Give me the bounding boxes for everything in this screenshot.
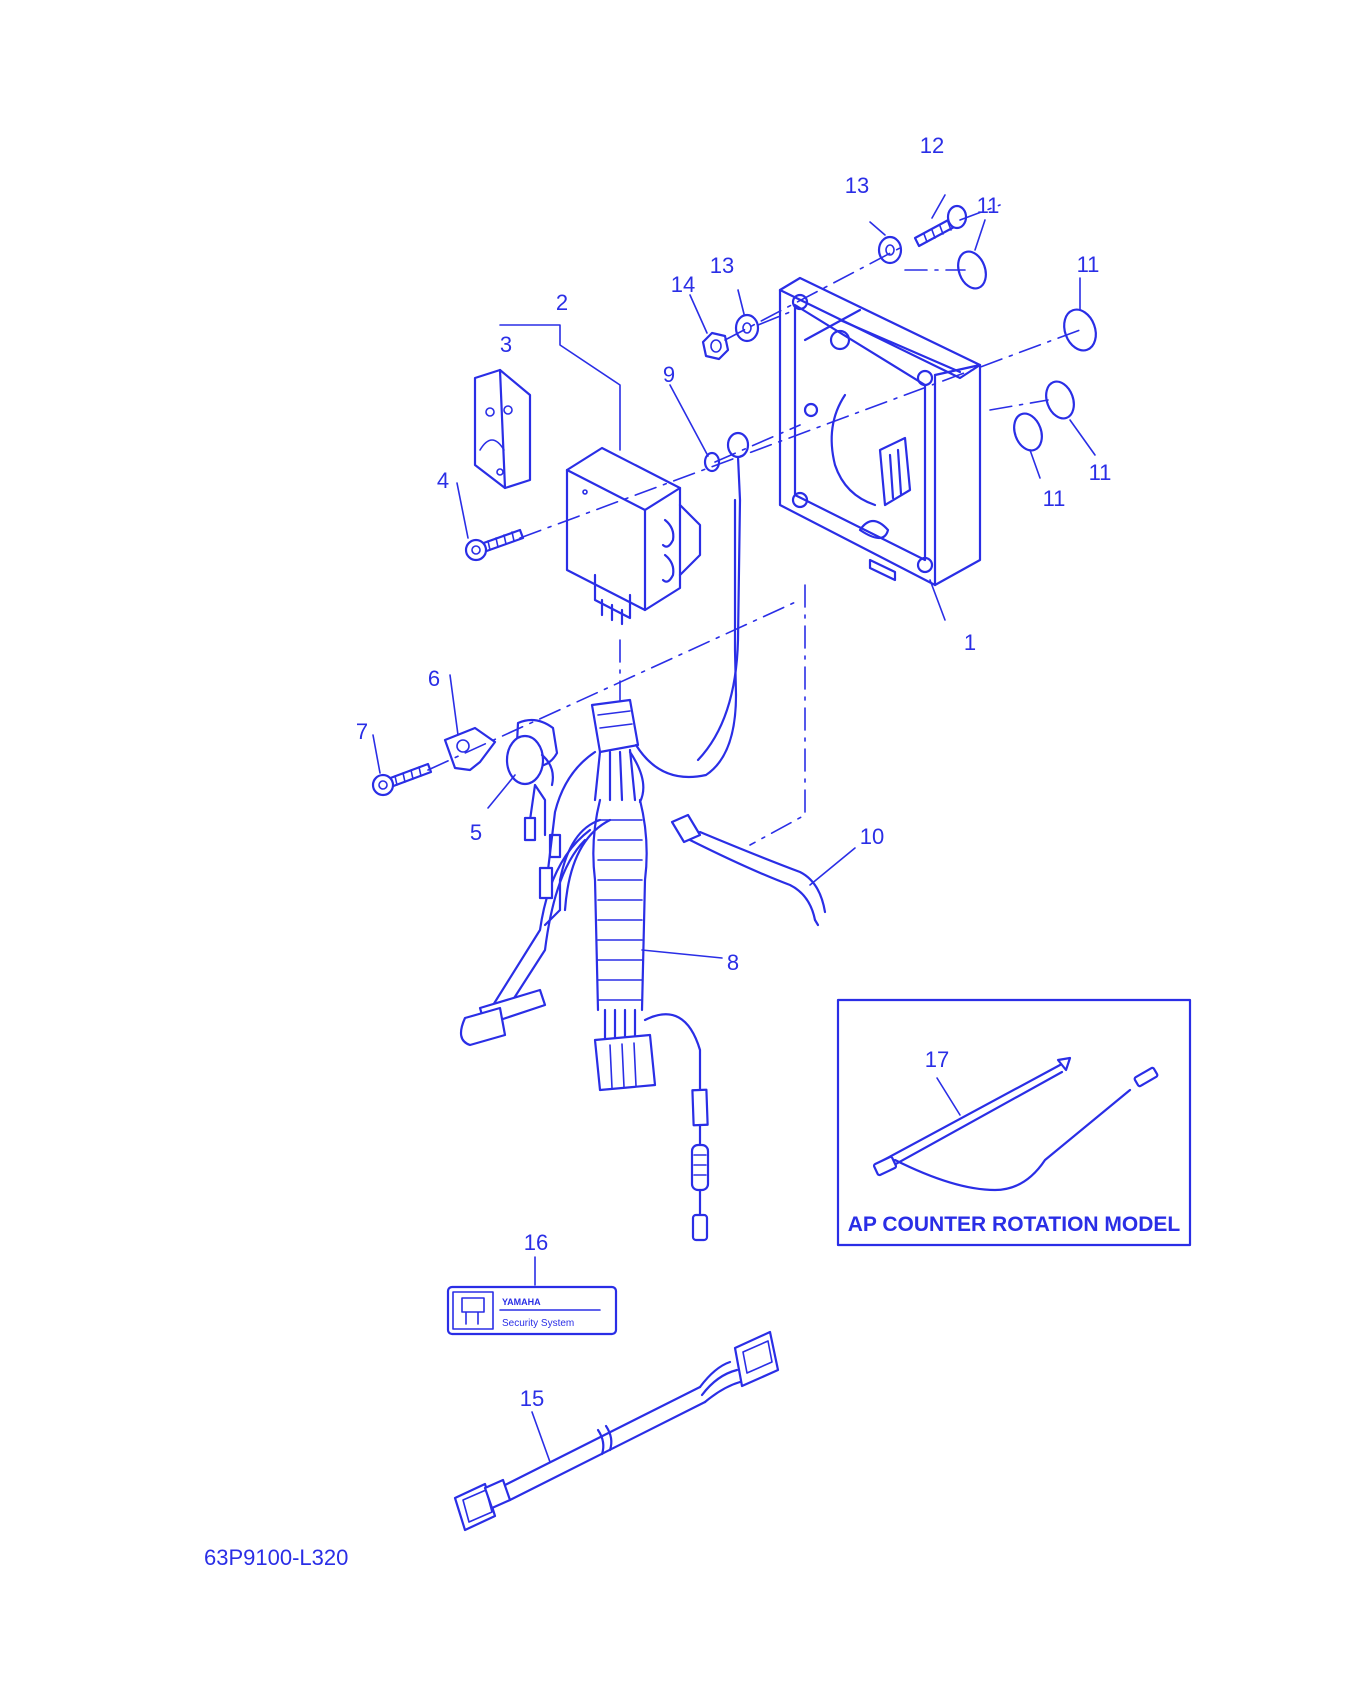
part-number-3: 3 — [500, 332, 512, 357]
part-number-13-upper: 13 — [845, 173, 869, 198]
grommet-part — [696, 431, 750, 762]
electrical-box-part — [778, 276, 982, 587]
inset-title: AP COUNTER ROTATION MODEL — [848, 1213, 1181, 1236]
seal-parts — [957, 250, 1097, 452]
leader-lines — [372, 194, 1096, 1463]
part-number-5: 5 — [470, 820, 482, 845]
part-number-17: 17 — [925, 1047, 949, 1072]
part-number-10: 10 — [860, 824, 884, 849]
inset-box: AP COUNTER ROTATION MODEL — [836, 998, 1192, 1247]
nut-14-part — [701, 331, 730, 361]
screw-7-part — [371, 762, 433, 797]
part-number-14: 14 — [671, 272, 695, 297]
part-number-6: 6 — [428, 666, 440, 691]
part-number-12: 12 — [920, 133, 944, 158]
part-number-11-lower-right: 11 — [1089, 460, 1112, 485]
part-number-16: 16 — [524, 1230, 548, 1255]
assembly-lines — [427, 204, 1081, 846]
screw-12-part — [913, 204, 968, 248]
part-number-labels: 12 13 11 11 13 14 2 3 9 4 11 11 1 6 7 5 … — [356, 133, 1112, 1411]
part-number-11-lower-left: 11 — [1043, 486, 1066, 511]
part-number-15: 15 — [520, 1386, 544, 1411]
part-number-2: 2 — [556, 290, 568, 315]
part-number-11-top: 11 — [977, 193, 1000, 218]
label-brand: YAMAHA — [502, 1297, 541, 1307]
buzzer-part — [505, 718, 562, 859]
wire-harness-part — [459, 498, 738, 1242]
part-number-13-lower: 13 — [710, 253, 734, 278]
part-number-7: 7 — [356, 719, 368, 744]
cable-tie-part — [670, 813, 827, 927]
cdi-unit-part — [565, 446, 702, 626]
key-part — [473, 368, 532, 490]
part-number-9: 9 — [663, 362, 675, 387]
extension-harness-part — [453, 1330, 780, 1532]
security-label-part: YAMAHA Security System — [446, 1285, 618, 1336]
washer-13b-part — [734, 313, 760, 343]
part-number-4: 4 — [437, 468, 449, 493]
drawing-code: 63P9100-L320 — [204, 1545, 348, 1570]
label-text: Security System — [502, 1318, 574, 1329]
part-number-8: 8 — [727, 950, 739, 975]
bracket-part — [443, 726, 497, 772]
part-number-1: 1 — [964, 630, 976, 655]
screw-4-part — [464, 528, 525, 562]
part-number-11-right: 11 — [1077, 252, 1100, 277]
